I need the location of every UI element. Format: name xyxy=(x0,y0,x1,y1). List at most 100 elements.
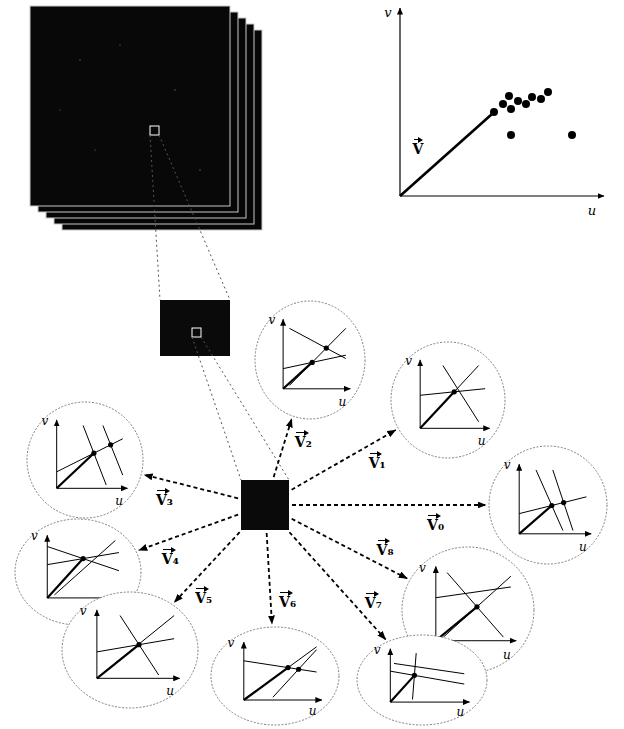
axis-label: u xyxy=(503,649,511,661)
constraint-line xyxy=(553,470,573,530)
dashed-arrow xyxy=(292,430,396,490)
texture-dot xyxy=(119,44,121,46)
axis-line xyxy=(47,535,48,598)
axis-label: v xyxy=(419,562,426,574)
intersection-point xyxy=(108,442,113,447)
axis-line xyxy=(390,702,469,703)
axis-label: u xyxy=(166,685,174,697)
constraint-line xyxy=(54,540,115,594)
axis-line xyxy=(519,533,591,534)
dashed-arrow xyxy=(292,504,486,506)
axis-label: v xyxy=(31,530,38,542)
axis-label: v xyxy=(227,637,234,649)
constraint-line xyxy=(47,553,119,565)
constraint-line xyxy=(536,470,563,530)
vector-label: V₄ xyxy=(162,547,179,566)
vector-label: V₆ xyxy=(279,590,296,609)
texture-dot xyxy=(59,109,61,111)
texture-dot xyxy=(174,89,177,92)
ellipse-outline xyxy=(27,402,143,518)
axis-line xyxy=(390,649,391,702)
vector-label: V₅ xyxy=(195,586,212,605)
scatter-point xyxy=(528,93,536,101)
axis-line xyxy=(56,420,57,488)
intersection-point xyxy=(474,604,479,609)
axis-line xyxy=(97,678,180,679)
intersection-point xyxy=(549,503,554,508)
texture-dot xyxy=(94,149,96,151)
intersection-point xyxy=(91,451,96,456)
axis-line xyxy=(420,360,421,428)
intersection-point xyxy=(296,667,301,672)
texture-dot xyxy=(79,59,81,61)
velocity-vector xyxy=(420,392,454,429)
axis-label: u xyxy=(478,435,486,447)
scatter-point xyxy=(544,88,552,96)
axis-line xyxy=(96,610,97,678)
constraint-line xyxy=(443,576,511,637)
axis-label: u xyxy=(115,495,123,507)
plot-ellipse: vu xyxy=(254,300,366,420)
scatter-point xyxy=(499,100,507,108)
vector-label: V₈ xyxy=(377,538,394,557)
vector-label: V₇ xyxy=(365,591,382,610)
image-texture xyxy=(59,44,201,171)
constraint-line xyxy=(120,616,159,675)
constraint-line xyxy=(519,497,586,514)
axis-line xyxy=(399,8,400,196)
axis-label: u xyxy=(588,204,596,217)
scatter-point xyxy=(514,97,522,105)
axis-label: v xyxy=(405,355,412,367)
ellipse-outline xyxy=(357,635,487,725)
projection-line xyxy=(192,337,241,480)
scatter-point xyxy=(507,131,515,139)
axis-line xyxy=(283,319,284,389)
pixel-block xyxy=(241,480,289,530)
axis-label: v xyxy=(374,644,381,656)
projection-line xyxy=(150,135,160,300)
constraint-line xyxy=(283,355,346,368)
constraint-line xyxy=(244,661,317,672)
vector-label: V xyxy=(413,137,424,156)
plot-ellipse: vu xyxy=(210,626,340,726)
axis-label: u xyxy=(309,705,317,717)
intersection-point xyxy=(310,360,315,365)
axis-label: u xyxy=(339,396,347,408)
constraint-line xyxy=(390,671,464,684)
intersection-point xyxy=(285,665,290,670)
constraint-line xyxy=(436,587,511,598)
vector-label: V₂ xyxy=(295,430,312,449)
constraint-line xyxy=(443,366,479,422)
axis-line xyxy=(283,388,350,389)
intersection-point xyxy=(324,345,329,350)
constraint-line xyxy=(103,426,123,476)
axis-label: u xyxy=(579,541,587,553)
axis-label: v xyxy=(384,6,391,19)
dashed-arrow xyxy=(267,533,272,624)
dashed-arrow xyxy=(292,519,408,579)
constraint-line xyxy=(289,328,345,358)
scatter-point xyxy=(522,100,530,108)
ellipse-outline xyxy=(62,592,198,708)
constraint-line xyxy=(83,426,106,485)
axis-label: u xyxy=(456,706,464,718)
velocity-vector xyxy=(97,645,139,679)
velocity-vector xyxy=(244,668,288,700)
axis-line xyxy=(243,642,244,700)
velocity-vector xyxy=(436,607,477,641)
plot-ellipse: vu xyxy=(488,445,608,565)
scatter-point xyxy=(505,92,513,100)
scatter-point xyxy=(490,108,498,116)
projection-line xyxy=(159,135,230,300)
scatter-point xyxy=(568,131,576,139)
image-frame xyxy=(30,6,230,206)
ellipse-outline xyxy=(255,301,365,419)
axis-line xyxy=(420,428,490,429)
zoomed-region xyxy=(160,300,230,356)
intersection-point xyxy=(81,556,86,561)
axis-line xyxy=(435,566,436,640)
constraint-line xyxy=(447,573,503,638)
constraint-line xyxy=(97,639,174,652)
ellipse-outline xyxy=(391,342,505,458)
axis-line xyxy=(400,195,604,196)
